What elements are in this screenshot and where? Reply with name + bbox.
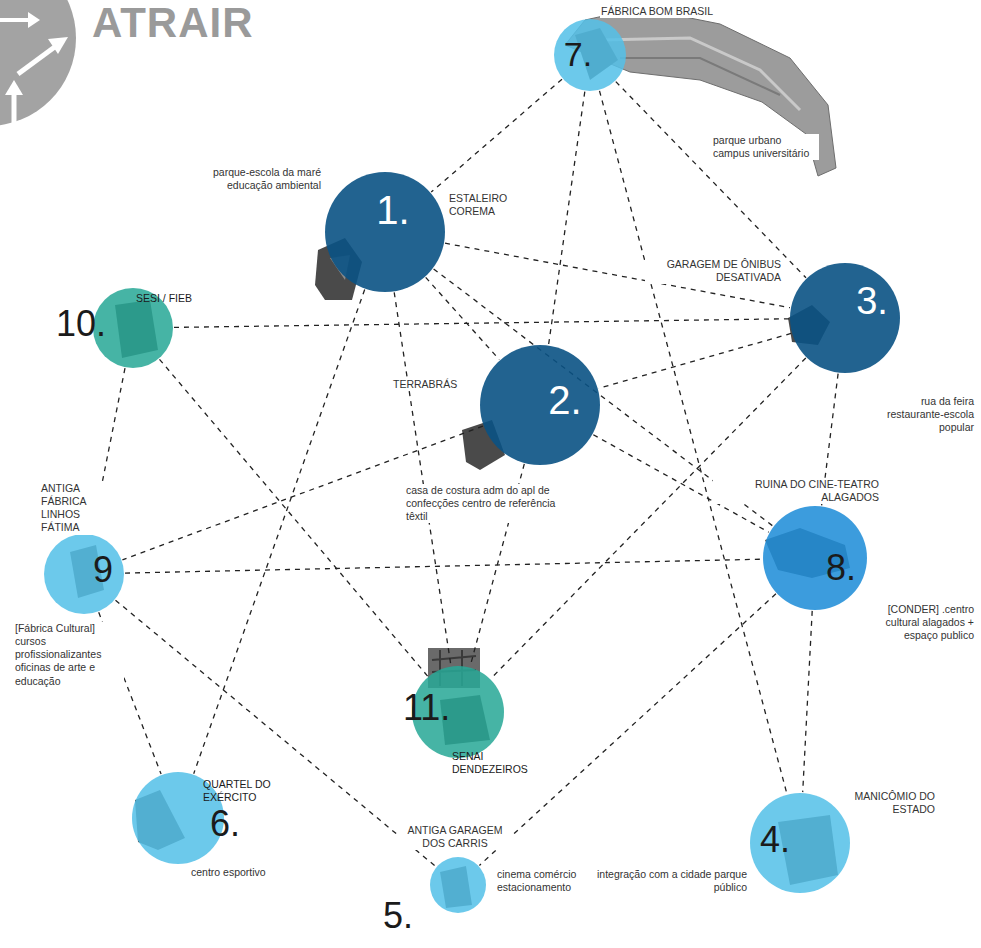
site-circle: 5.ANTIGA GARAGEM DOS CARRIScinema comérc… <box>430 857 486 913</box>
title-arrowhead <box>28 12 40 28</box>
site-uses: parque-escola da maré educação ambiental <box>185 166 322 192</box>
diagram-title: ATRAIR <box>92 2 254 44</box>
site-number: 3. <box>856 282 888 320</box>
site-name: QUARTEL DO EXÉRCITO <box>203 778 291 804</box>
dashed-connector <box>174 319 789 328</box>
site-circle: 2.TERRABRÁScasa de costura adm do apl de… <box>480 345 600 465</box>
site-circle: 1.ESTALEIRO COREMAparque-escola da maré … <box>325 172 445 292</box>
site-name: SESI / FIEB <box>136 292 192 305</box>
dashed-connector <box>394 292 451 665</box>
site-circle: 7.FÁBRICA BOM BRASILparque urbano campus… <box>554 19 626 91</box>
dashed-connector <box>160 359 428 676</box>
site-uses: [CONDER] .centro cultural alagados + esp… <box>851 603 975 642</box>
dashed-connector <box>116 600 436 866</box>
site-uses: integração com a cidade parque público <box>596 868 748 894</box>
site-name: MANICÔMIO DO ESTADO <box>849 790 936 816</box>
site-uses: casa de costura adm do apl de confecções… <box>405 484 557 523</box>
site-name: FÁBRICA BOM BRASIL <box>600 5 714 18</box>
site-uses: centro esportivo <box>190 866 267 879</box>
site-circle: 4.MANICÔMIO DO ESTADOintegração com a ci… <box>750 793 850 893</box>
site-name: ANTIGA GARAGEM DOS CARRIS <box>398 824 512 850</box>
dashed-connector <box>599 333 791 388</box>
dashed-connector <box>803 611 813 792</box>
site-number: 2. <box>548 380 581 420</box>
dashed-connector <box>616 82 806 278</box>
dashed-connector <box>431 79 562 192</box>
site-uses: [Fábrica Cultural] cursos profissionaliz… <box>14 622 124 688</box>
title-arrowhead <box>5 80 23 95</box>
site-uses: rua da feira restaurante-escola popular <box>861 395 975 434</box>
dashed-connector <box>600 91 787 794</box>
site-number: 9 <box>93 552 113 588</box>
site-circle: 3.GARAGEM DE ÔNIBUS DESATIVADArua da fei… <box>790 263 900 373</box>
site-name: ESTALEIRO COREMA <box>448 192 530 218</box>
dashed-connector <box>445 243 790 308</box>
title-arrow <box>0 18 30 22</box>
site-circle: 11.SENAI DENDEZEIROS <box>412 666 504 758</box>
site-name: TERRABRÁS <box>392 378 458 391</box>
title-arrowhead <box>48 37 68 54</box>
factory-detail <box>620 58 780 95</box>
dashed-connector <box>426 277 500 359</box>
site-uses: cinema comércio estacionamento <box>496 868 580 894</box>
title-arrow <box>12 92 17 124</box>
site-circle: 10.SESI / FIEB <box>93 288 173 368</box>
site-uses: parque urbano campus universitário <box>712 134 819 160</box>
site-name: RUINA DO CINE-TEATRO ALAGADOS <box>713 478 880 504</box>
site-number: 6. <box>210 806 240 842</box>
site-circle: 9ANTIGA FÁBRICA LINHOS FÁTIMA[Fábrica Cu… <box>44 534 124 614</box>
dashed-connector <box>549 92 585 345</box>
site-number: 1. <box>376 190 409 230</box>
site-circle: 8.RUINA DO CINE-TEATRO ALAGADOS[CONDER] … <box>763 506 867 610</box>
site-name: GARAGEM DE ÔNIBUS DESATIVADA <box>645 258 782 284</box>
title-disc <box>0 0 76 126</box>
dashed-connector <box>479 594 776 866</box>
factory-detail <box>600 38 800 110</box>
site-number: 5. <box>383 898 413 934</box>
dashed-connector <box>125 559 762 573</box>
site-number: 7. <box>564 37 592 71</box>
site-number: 8. <box>826 550 856 586</box>
site-number: 4. <box>760 822 790 858</box>
title-arrow <box>18 46 56 74</box>
site-name: SENAI DENDEZEIROS <box>452 750 552 776</box>
dashed-connector <box>194 290 365 774</box>
site-circle: 6.QUARTEL DO EXÉRCITOcentro esportivo <box>132 772 224 864</box>
site-name: ANTIGA FÁBRICA LINHOS FÁTIMA <box>40 482 122 535</box>
site-number: 10. <box>56 306 106 342</box>
site-number: 11. <box>403 690 450 726</box>
